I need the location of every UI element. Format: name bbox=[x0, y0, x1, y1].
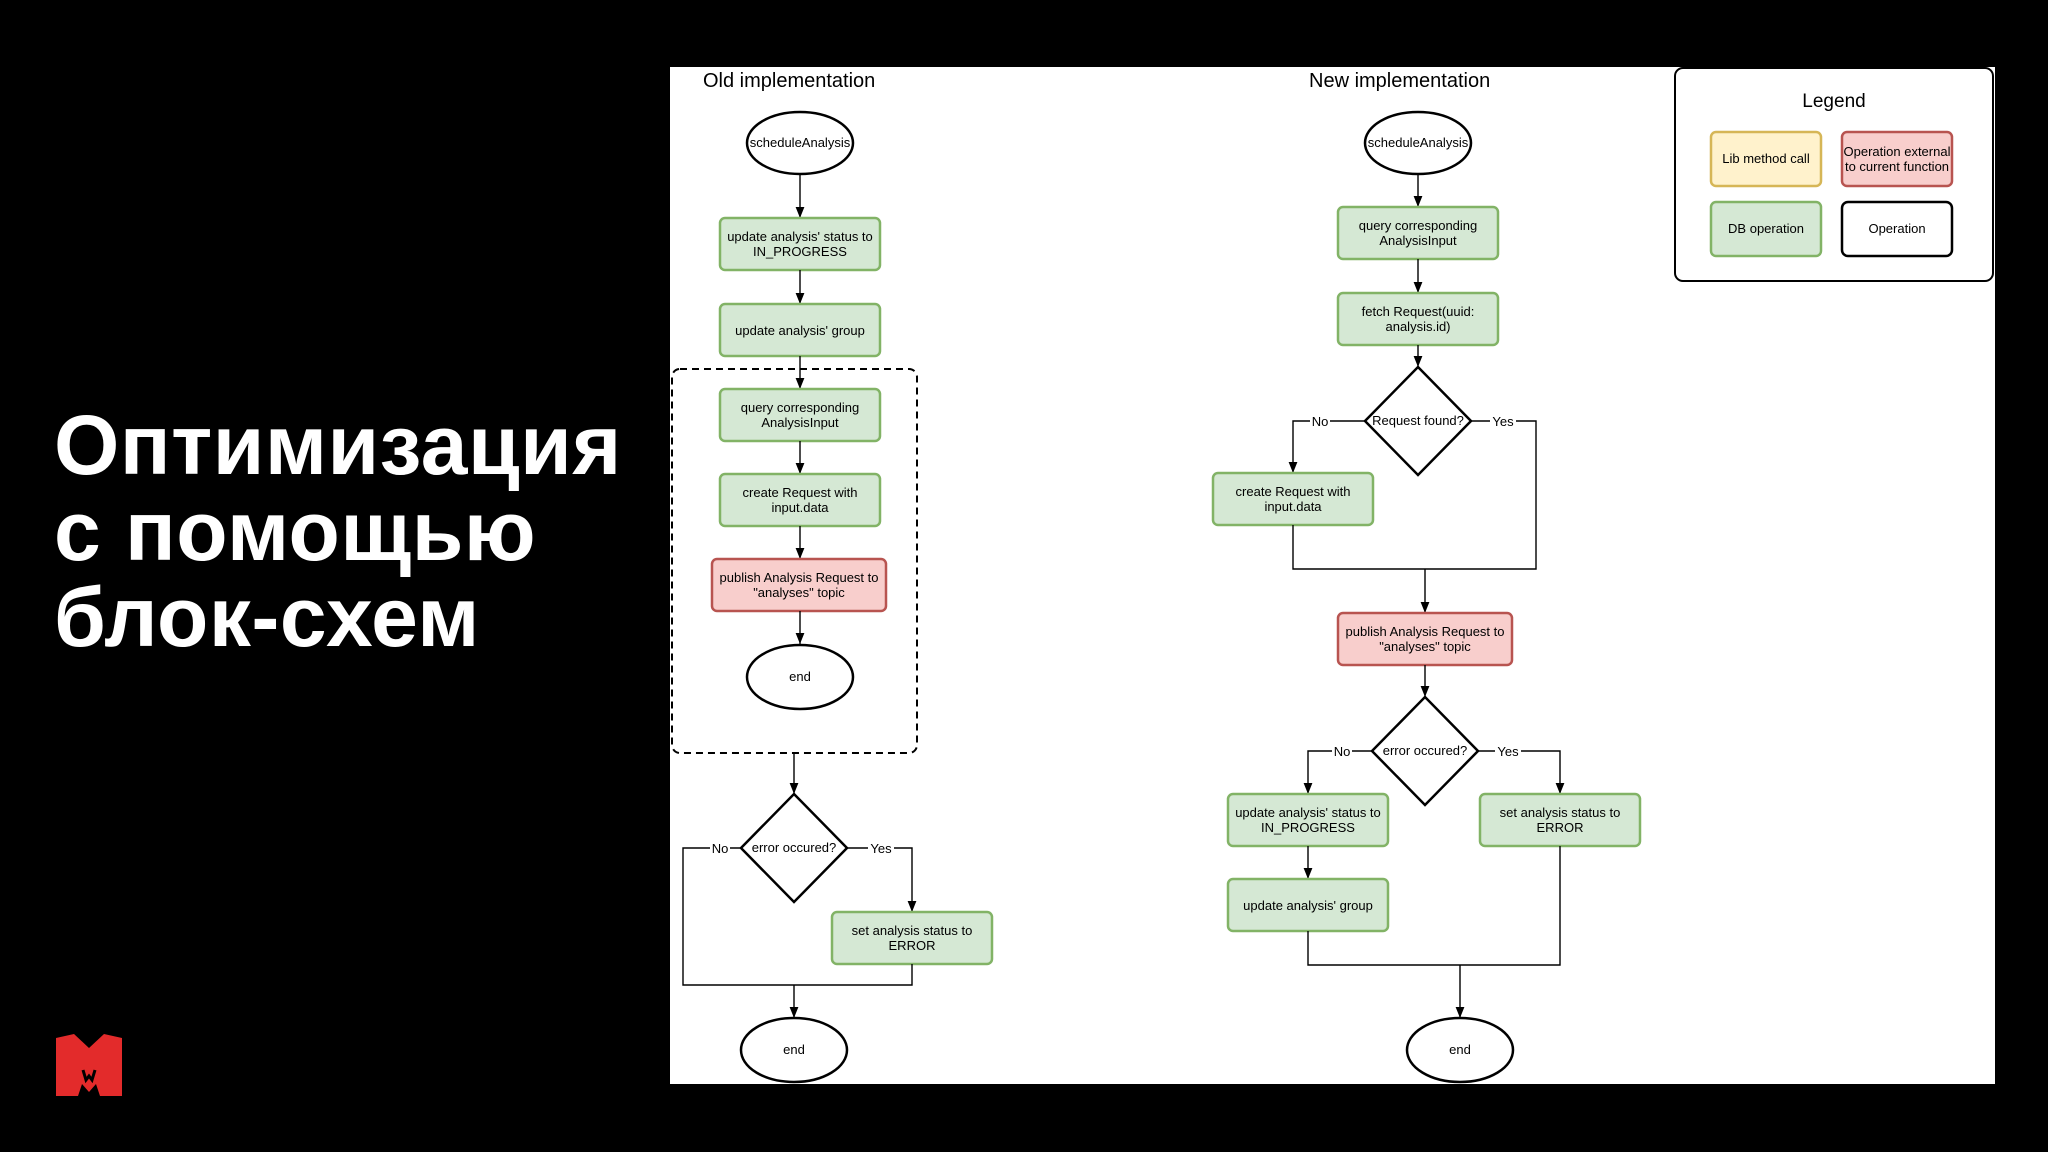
old-end-label: end bbox=[783, 1042, 805, 1057]
new-implementation-title: New implementation bbox=[1309, 70, 1490, 92]
new-update-status-label-2: IN_PROGRESS bbox=[1261, 820, 1355, 835]
new-flow: scheduleAnalysis query corresponding Ana… bbox=[1211, 110, 1642, 1084]
new-request-found-decision bbox=[1363, 365, 1473, 477]
legend-db-label: DB operation bbox=[1728, 221, 1804, 236]
new-error-decision bbox=[1370, 695, 1480, 807]
new-request-found-label: Request found? bbox=[1372, 413, 1464, 428]
new-update-status-label-1: update analysis' status to bbox=[1235, 805, 1381, 820]
new-create-request-label-2: input.data bbox=[1264, 499, 1322, 514]
old-start-label: scheduleAnalysis bbox=[750, 135, 851, 150]
legend: Legend Lib method call Operation externa… bbox=[1674, 67, 1994, 282]
old-flow: scheduleAnalysis update analysis' status… bbox=[671, 110, 994, 1084]
old-update-group-label: update analysis' group bbox=[735, 323, 865, 338]
new-update-group-label: update analysis' group bbox=[1243, 898, 1373, 913]
new-yes-label-1: Yes bbox=[1492, 414, 1514, 429]
legend-lib-label: Lib method call bbox=[1722, 151, 1810, 166]
new-no-label-1: No bbox=[1312, 414, 1329, 429]
new-create-request-label-1: create Request with bbox=[1236, 484, 1351, 499]
old-no-label: No bbox=[712, 841, 729, 856]
new-publish-request-label-1: publish Analysis Request to bbox=[1346, 624, 1505, 639]
slide-title-line-1: Оптимизация bbox=[54, 398, 622, 492]
new-fetch-request-label-2: analysis.id) bbox=[1385, 319, 1450, 334]
new-set-error-label-2: ERROR bbox=[1537, 820, 1584, 835]
old-inner-end-label: end bbox=[789, 669, 811, 684]
new-fetch-request-label-1: fetch Request(uuid: bbox=[1362, 304, 1475, 319]
new-query-input-label-1: query corresponding bbox=[1359, 218, 1478, 233]
slide-title-line-2: с помощью bbox=[54, 484, 537, 578]
slide-title: Оптимизация с помощью блок-схем bbox=[54, 402, 622, 660]
old-inner-end-node bbox=[745, 643, 855, 711]
old-set-error-label-1: set analysis status to bbox=[852, 923, 973, 938]
old-create-request-label-1: create Request with bbox=[743, 485, 858, 500]
new-yes-label-2: Yes bbox=[1497, 744, 1519, 759]
old-query-input-label-2: AnalysisInput bbox=[761, 415, 839, 430]
old-error-decision-label: error occured? bbox=[752, 840, 837, 855]
old-publish-request-label-2: "analyses" topic bbox=[753, 585, 845, 600]
old-set-error-label-2: ERROR bbox=[889, 938, 936, 953]
new-end-label: end bbox=[1449, 1042, 1471, 1057]
new-set-error-label-1: set analysis status to bbox=[1500, 805, 1621, 820]
brand-logo-icon bbox=[56, 1034, 122, 1096]
new-end-node bbox=[1405, 1016, 1515, 1084]
new-start-label: scheduleAnalysis bbox=[1368, 135, 1469, 150]
old-error-decision bbox=[739, 792, 849, 904]
old-end-node bbox=[739, 1016, 849, 1084]
new-no-label-2: No bbox=[1334, 744, 1351, 759]
old-update-status-label-1: update analysis' status to bbox=[727, 229, 873, 244]
legend-operation-label: Operation bbox=[1868, 221, 1925, 236]
legend-operation-swatch bbox=[1840, 200, 1954, 258]
legend-external-swatch bbox=[1840, 130, 1954, 188]
flowchart-diagram: .db { fill: #d5e8d4; stroke: #82b366; st… bbox=[670, 67, 1995, 1084]
new-error-decision-label: error occured? bbox=[1383, 743, 1468, 758]
old-query-input-label-1: query corresponding bbox=[741, 400, 860, 415]
old-yes-label: Yes bbox=[870, 841, 892, 856]
new-query-input-label-2: AnalysisInput bbox=[1379, 233, 1457, 248]
new-publish-request-label-2: "analyses" topic bbox=[1379, 639, 1471, 654]
old-publish-request-node bbox=[710, 557, 888, 613]
slide-title-line-3: блок-схем bbox=[54, 570, 480, 664]
old-update-status-label-2: IN_PROGRESS bbox=[753, 244, 847, 259]
legend-external-label-2: to current function bbox=[1845, 159, 1949, 174]
legend-title: Legend bbox=[1802, 91, 1865, 112]
legend-db-swatch bbox=[1709, 200, 1823, 258]
legend-lib-swatch bbox=[1709, 130, 1823, 188]
old-publish-request-label-1: publish Analysis Request to bbox=[720, 570, 879, 585]
old-create-request-label-2: input.data bbox=[771, 500, 829, 515]
legend-external-label-1: Operation external bbox=[1844, 144, 1951, 159]
old-implementation-title: Old implementation bbox=[703, 70, 875, 92]
